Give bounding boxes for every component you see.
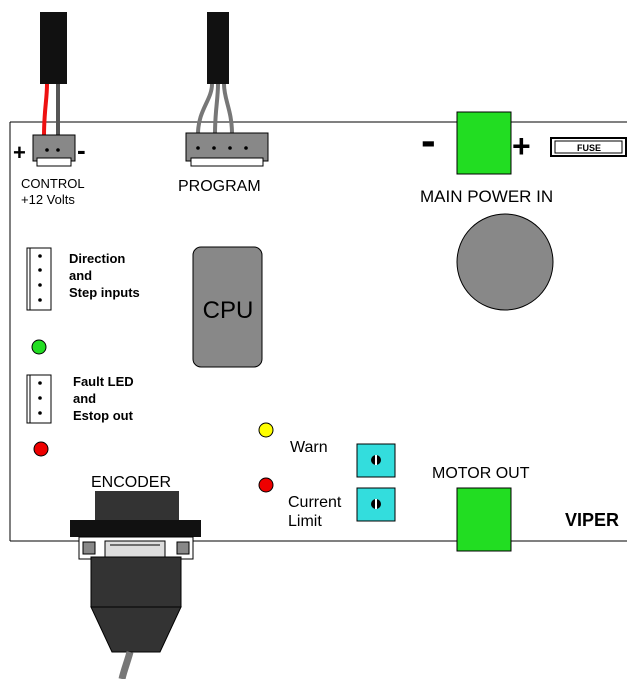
main-power-label: MAIN POWER IN [420,187,553,206]
current-label-line1: Current [288,494,342,511]
fault-red-led [33,441,49,457]
direction-label-line2: and [69,268,92,283]
warn-label: Warn [290,439,328,456]
program-connector [185,132,269,167]
control-label-line1: CONTROL [21,176,85,191]
control-connector [32,134,76,167]
main-power-knob [456,213,554,311]
control-plus-sign: + [13,140,26,165]
control-label-line2: +12 Volts [21,192,75,207]
program-label: PROGRAM [178,178,261,195]
direction-label-line1: Direction [69,251,125,266]
fault-label-line1: Fault LED [73,374,134,389]
power-minus-sign: - [421,116,436,165]
fault-label-line3: Estop out [73,408,134,423]
encoder-connector [70,491,201,679]
fault-estop-connector [26,374,52,424]
viper-brand-label: VIPER [565,510,619,530]
cpu-label: CPU [203,297,254,324]
direction-label-line3: Step inputs [69,285,140,300]
motor-out-label: MOTOR OUT [432,465,530,482]
current-limit-red-led [258,477,274,493]
fault-label-line2: and [73,391,96,406]
warn-yellow-led [258,422,274,438]
current-limit-potentiometer [356,487,396,522]
power-plus-sign: + [512,128,531,164]
control-cable [40,12,67,137]
program-cable [196,12,234,135]
fuse-label: FUSE [577,143,601,153]
power-input-connector [456,111,512,175]
cpu-chip [192,246,263,368]
encoder-label: ENCODER [91,474,171,491]
control-minus-sign: - [77,135,86,165]
status-green-led [31,339,47,355]
fuse [550,137,627,157]
current-label-line2: Limit [288,513,322,530]
motor-out-connector [456,487,512,552]
direction-step-connector [26,247,52,311]
warn-potentiometer [356,443,396,478]
